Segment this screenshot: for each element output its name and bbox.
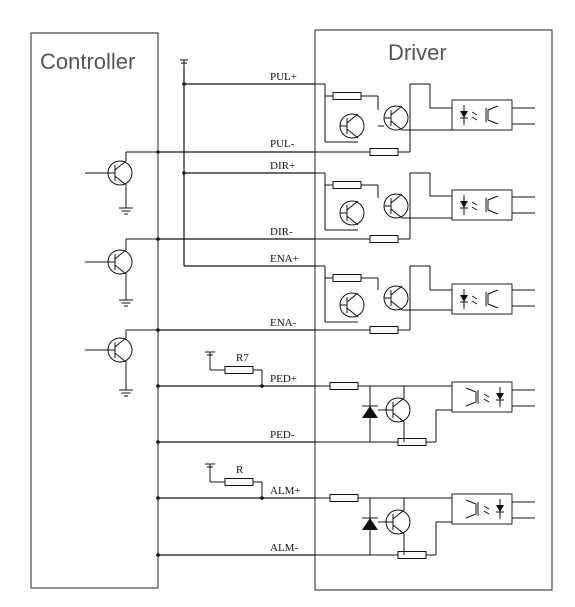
label-r7: R7 (236, 352, 249, 364)
driver-title: Driver (388, 40, 447, 65)
controller-transistor-2 (85, 238, 158, 307)
label-pul-minus: PUL- (270, 138, 295, 150)
controller-title: Controller (40, 49, 135, 74)
pullup-r (205, 463, 263, 498)
controller-transistor-1 (85, 151, 158, 215)
label-ped-minus: PED- (270, 429, 295, 441)
vcc-symbol (180, 59, 188, 66)
label-dir-minus: DIR- (270, 226, 293, 238)
junction-dots (156, 82, 264, 557)
driver-block (314, 29, 553, 591)
label-ena-plus: ENA+ (270, 253, 299, 265)
driver-input-stage-ena (315, 265, 535, 334)
controller-transistor-3 (85, 329, 158, 397)
label-ena-minus: ENA- (270, 317, 297, 329)
controller-block (30, 32, 159, 589)
driver-input-stage-dir (315, 172, 535, 243)
label-dir-plus: DIR+ (270, 160, 295, 172)
label-r: R (236, 464, 244, 476)
driver-output-stage-alm (315, 493, 535, 559)
label-alm-plus: ALM+ (270, 485, 301, 497)
label-alm-minus: ALM- (270, 542, 298, 554)
driver-output-stage-ped (315, 381, 535, 446)
label-ped-plus: PED+ (270, 373, 297, 385)
label-pul-plus: PUL+ (270, 71, 297, 83)
signal-wires (158, 83, 315, 556)
driver-input-stage-pul (315, 83, 535, 156)
pullup-r7 (205, 351, 263, 386)
